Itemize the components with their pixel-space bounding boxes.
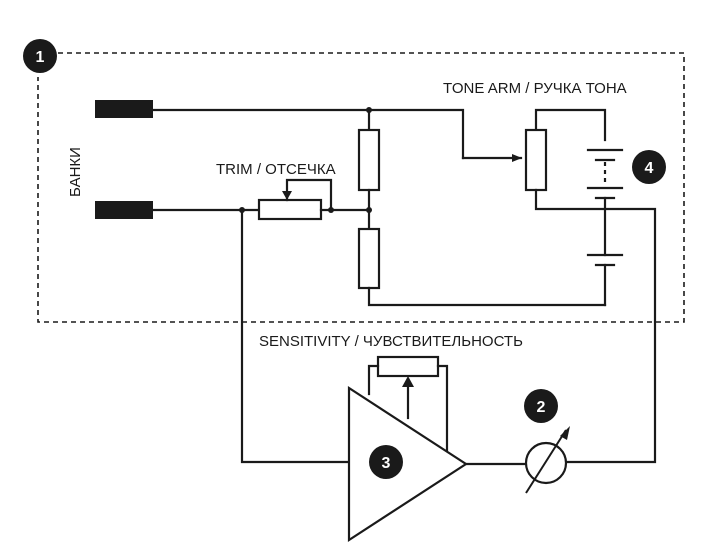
sensitivity-potentiometer [376,355,440,378]
sensitivity-left-wire [367,364,380,396]
sensitivity-right-wire [436,364,449,452]
bridge-bottom-wire [367,286,607,307]
battery-icon [586,148,624,200]
meter-icon [524,426,570,494]
badge-4: 4 [632,150,666,184]
electrode-icon [95,100,153,118]
trim-wiper [285,178,333,212]
junction-dot [366,207,372,213]
trim-wiper-arrow [282,191,292,200]
battery-icon [586,253,624,267]
tone-arm-potentiometer [524,128,548,192]
bridge-resistor-lower [357,227,381,290]
trim-label: TRIM / ОТСЕЧКА [216,161,336,178]
top-wire [151,108,465,160]
badge-1: 1 [23,39,57,73]
bridge-resistor-upper [357,128,381,192]
badge-2-text: 2 [537,399,546,416]
tone-arm-top-wire [534,108,607,142]
trim-potentiometer [257,198,323,221]
junction-dot [328,207,334,213]
junction-dot [366,107,372,113]
amplifier-input-wire [240,208,351,464]
bridge-enclosure [37,52,685,323]
badge-3-text: 3 [382,455,391,472]
amplifier-icon [347,385,469,543]
electrode-icon [95,201,153,219]
tone-arm-label: TONE ARM / РУЧКА ТОНА [443,80,627,97]
tone-arm-bottom-wire [534,188,657,464]
sensitivity-wiper-arrow [402,376,414,387]
banks-label: БАНКИ [67,147,84,197]
sensitivity-label: SENSITIVITY / ЧУВСТВИТЕЛЬНОСТЬ [259,333,523,350]
badge-4-text: 4 [645,160,654,177]
badge-2: 2 [524,389,558,423]
badge-3: 3 [369,445,403,479]
badge-1-text: 1 [36,49,45,66]
